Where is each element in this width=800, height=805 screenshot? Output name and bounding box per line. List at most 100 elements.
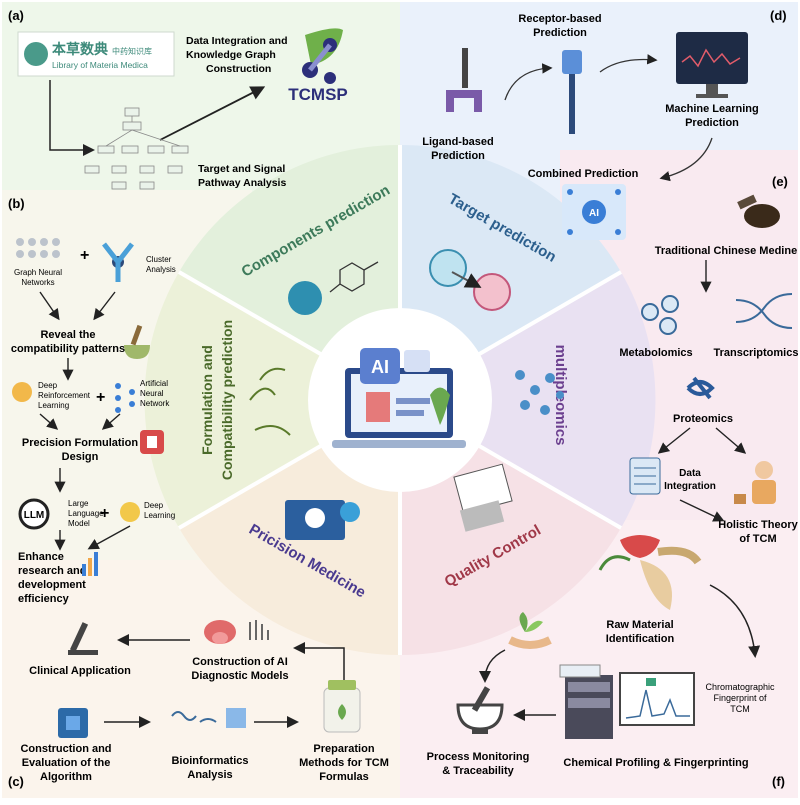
drl-line1: Deep xyxy=(38,381,58,390)
llm-badge: LLM xyxy=(24,510,45,521)
medicine-bottle-icon xyxy=(323,680,361,733)
pathway-diagram-icon xyxy=(84,107,189,190)
tcmsp-label: TCMSP xyxy=(288,85,348,104)
holistic-line2: of TCM xyxy=(739,533,776,545)
ligand-line2: Prediction xyxy=(431,150,485,162)
data-table-icon xyxy=(629,457,661,495)
raw-material-line2: Identification xyxy=(606,633,675,645)
cluster-icon xyxy=(102,242,134,282)
chromatographic-line3: TCM xyxy=(730,704,750,714)
reveal-line2: compatibility patterns xyxy=(11,343,125,355)
arrow-logo-to-pathway xyxy=(49,80,95,156)
protein-network-icon xyxy=(515,370,564,415)
chemical-profiling-label: Chemical Profiling & Fingerprinting xyxy=(563,757,748,769)
ligand-line1: Ligand-based xyxy=(422,136,494,148)
design-line1: Precision Formulation xyxy=(22,437,138,449)
gnn-line2: Networks xyxy=(21,278,54,287)
microscope-icon xyxy=(68,622,98,655)
data-integration-e-line2: Integration xyxy=(664,481,716,492)
arrow-receptor-to-ml xyxy=(599,54,658,73)
design-line2: Design xyxy=(62,451,99,463)
enhance-line3: development xyxy=(18,579,86,591)
ann-line3: Network xyxy=(140,399,170,408)
arrow-gnn-to-reveal xyxy=(39,291,60,321)
panel-f-tag: (f) xyxy=(772,774,785,789)
arrow-seedling-to-process xyxy=(479,649,506,683)
arrow-dl-to-enhance xyxy=(87,525,131,550)
receptor-icon xyxy=(562,50,582,134)
arrow-drl-to-design xyxy=(39,413,59,430)
chromatographic-line1: Chromatographic xyxy=(705,682,775,692)
target-signal-line2: Pathway Analysis xyxy=(198,177,286,189)
materia-medica-logo-icon xyxy=(24,42,48,66)
receptor-line1: Receptor-based xyxy=(518,13,601,25)
medicine-box-icon xyxy=(140,430,164,454)
ml-line1: Machine Learning xyxy=(665,103,759,115)
tcmsp-logo-icon xyxy=(302,28,343,84)
ann-line2: Neural xyxy=(140,389,164,398)
transcriptomics-icon xyxy=(735,293,793,329)
cluster-line1: Cluster xyxy=(146,255,172,264)
wedge-label-formulation-2: Compatibility prediction xyxy=(219,320,235,480)
enhance-line2: research and xyxy=(18,565,86,577)
arrow-ml-to-combined xyxy=(659,137,713,182)
chromatographic-line2: Fingerprint of xyxy=(713,693,767,703)
preparation-line1: Preparation xyxy=(313,743,374,755)
arrow-cluster-to-reveal xyxy=(93,291,116,321)
panel-a-tag: (a) xyxy=(8,8,24,23)
wedge-multi xyxy=(400,272,656,528)
panel-c-tag: (c) xyxy=(8,774,24,789)
plus-2: + xyxy=(96,389,105,406)
clinical-label: Clinical Application xyxy=(29,665,131,677)
gnn-icon xyxy=(16,238,60,258)
drl-line2: Reinforcement xyxy=(38,391,91,400)
target-interaction-icon xyxy=(429,249,511,311)
enhance-line1: Enhance xyxy=(18,551,64,563)
telemedicine-laptop-icon xyxy=(285,500,360,540)
ligand-icon xyxy=(446,48,482,112)
chemical-structure-icon xyxy=(329,261,379,293)
wedge-label-formulation-1: Formulation and xyxy=(199,345,215,455)
algorithm-line1: Construction and xyxy=(20,743,111,755)
combined-label: Combined Prediction xyxy=(528,168,639,180)
ml-line2: Prediction xyxy=(685,117,739,129)
data-integration-e-line1: Data xyxy=(679,468,701,479)
wedge-formulation xyxy=(144,272,400,528)
holistic-line1: Holistic Theory xyxy=(718,519,798,531)
arrow-to-tcmsp xyxy=(159,86,266,141)
bioinformatics-line1: Bioinformatics xyxy=(171,755,248,767)
plus-1: + xyxy=(80,247,89,264)
llm-line3: Model xyxy=(68,519,90,528)
data-integration-line3: Construction xyxy=(206,63,271,75)
dna-protein-icon xyxy=(171,708,246,728)
chromatogram-monitor-icon xyxy=(619,672,695,726)
arrow-ann-to-design xyxy=(101,413,121,430)
algorithm-line3: Algorithm xyxy=(40,771,92,783)
llm-icon xyxy=(18,498,50,530)
transcriptomics-label: Transcriptomics xyxy=(714,347,799,359)
laptop-ai-icon xyxy=(332,348,466,448)
drl-lightbulb-icon xyxy=(12,382,32,402)
panel-b-tag: (b) xyxy=(8,196,25,211)
cluster-line2: Analysis xyxy=(146,265,176,274)
center-ai-label: AI xyxy=(371,357,389,377)
ai-chip-label: AI xyxy=(589,208,599,219)
tcm-bowl-icon xyxy=(737,194,780,228)
bioinformatics-line2: Analysis xyxy=(187,769,232,781)
algorithm-line2: Evaluation of the xyxy=(22,757,111,769)
ml-monitor-icon xyxy=(676,32,748,98)
mortar-pestle-icon xyxy=(456,686,504,734)
hplc-instrument-icon xyxy=(559,664,613,739)
seedling-hand-icon xyxy=(508,612,552,649)
receptor-line2: Prediction xyxy=(533,27,587,39)
tcm-label: Traditional Chinese Medine xyxy=(655,245,797,257)
tcm-doctor-icon xyxy=(734,461,776,504)
pulse-hand-icon xyxy=(249,620,269,640)
ginseng-root-icon xyxy=(598,535,702,610)
proteomics-icon xyxy=(686,376,715,400)
data-integration-line1: Data Integration and xyxy=(186,35,288,47)
data-integration-line2: Knowledge Graph xyxy=(186,49,276,61)
logo-cn: 本草数典 xyxy=(52,41,108,57)
